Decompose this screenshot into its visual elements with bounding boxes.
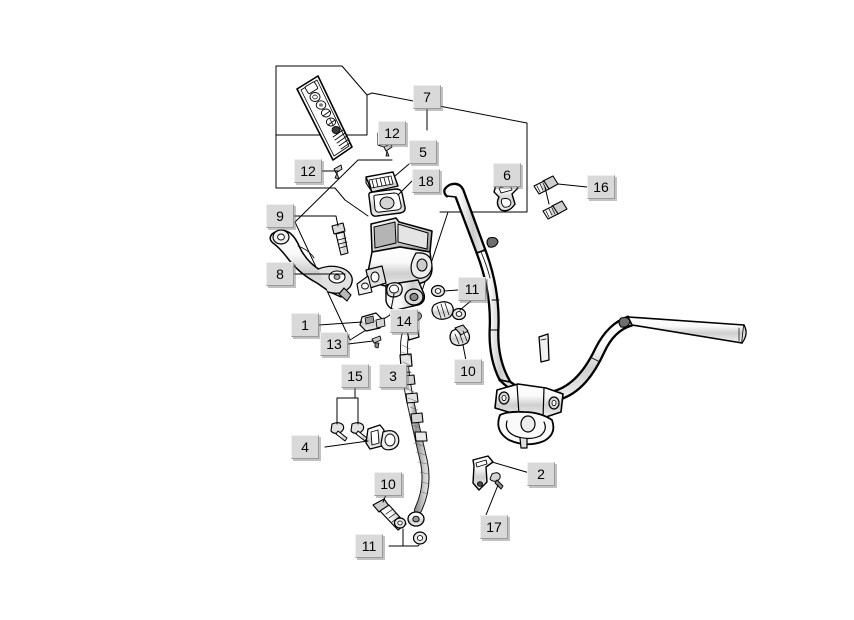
callout-3-brake-hose[interactable]: 3 bbox=[379, 364, 407, 388]
callout-15-screws[interactable]: 15 bbox=[341, 364, 369, 388]
callout-2-bracket[interactable]: 2 bbox=[527, 462, 555, 486]
callout-1-switch[interactable]: 1 bbox=[291, 313, 319, 337]
part-sealing-washer-upper-1 bbox=[430, 284, 446, 298]
part-bracket-screw bbox=[489, 472, 504, 490]
part-clamp-bolt-upper bbox=[533, 175, 559, 195]
callout-4-hose-guide[interactable]: 4 bbox=[291, 435, 319, 459]
callout-11-sealing-washer-upper[interactable]: 11 bbox=[458, 277, 486, 301]
callout-12-screw-lower[interactable]: 12 bbox=[294, 159, 322, 183]
callout-10-banjo-bolt-upper[interactable]: 10 bbox=[454, 359, 482, 383]
callout-8-brake-lever[interactable]: 8 bbox=[266, 262, 294, 286]
part-sealing-washer-lower-1 bbox=[393, 517, 407, 529]
part-brake-lever bbox=[269, 229, 353, 302]
part-switch-screw bbox=[371, 335, 382, 349]
part-banjo-bolt-upper bbox=[449, 324, 471, 347]
part-hose-bracket bbox=[472, 455, 494, 491]
part-brake-hose bbox=[399, 312, 430, 514]
callout-14-bushing[interactable]: 14 bbox=[390, 309, 418, 333]
part-switch-housing bbox=[296, 75, 353, 161]
part-clamp-screws bbox=[330, 422, 368, 442]
callout-9-lever-pivot-bolt[interactable]: 9 bbox=[266, 204, 294, 228]
part-clamp-bolt-lower bbox=[542, 200, 568, 220]
group-outline-switch-housing bbox=[275, 65, 368, 136]
callout-6-clamp[interactable]: 6 bbox=[493, 163, 521, 187]
part-bushing bbox=[386, 282, 403, 298]
part-hose-end-fitting-lower bbox=[407, 511, 425, 527]
part-hose-end-fitting-upper bbox=[431, 301, 454, 320]
callout-18-diaphragm[interactable]: 18 bbox=[412, 169, 440, 193]
callout-10-banjo-bolt-lower[interactable]: 10 bbox=[374, 472, 402, 496]
callout-16-bolt[interactable]: 16 bbox=[587, 175, 615, 199]
part-handlebar-riser-clamp bbox=[494, 383, 564, 449]
part-reservoir-cap bbox=[365, 171, 399, 193]
callout-7-switch-housing-group[interactable]: 7 bbox=[413, 85, 441, 109]
part-lever-pivot-bolt bbox=[331, 222, 349, 256]
part-brake-light-switch bbox=[359, 312, 386, 332]
part-reservoir-diaphragm bbox=[368, 188, 406, 217]
part-sealing-washer-lower-2 bbox=[412, 531, 428, 545]
group-outline-assembly bbox=[275, 92, 528, 217]
callout-13-screw[interactable]: 13 bbox=[320, 332, 348, 356]
part-sealing-washer-upper-2 bbox=[451, 307, 467, 321]
callout-17-screw[interactable]: 17 bbox=[480, 515, 508, 539]
part-handlebar bbox=[443, 182, 747, 402]
callout-12-screw-upper[interactable]: 12 bbox=[378, 121, 406, 145]
callout-11-sealing-washer-lower[interactable]: 11 bbox=[355, 534, 383, 558]
part-hose-guide bbox=[365, 424, 400, 451]
callout-5-reservoir-cap[interactable]: 5 bbox=[409, 140, 437, 164]
part-handlebar-clamp bbox=[493, 179, 519, 212]
